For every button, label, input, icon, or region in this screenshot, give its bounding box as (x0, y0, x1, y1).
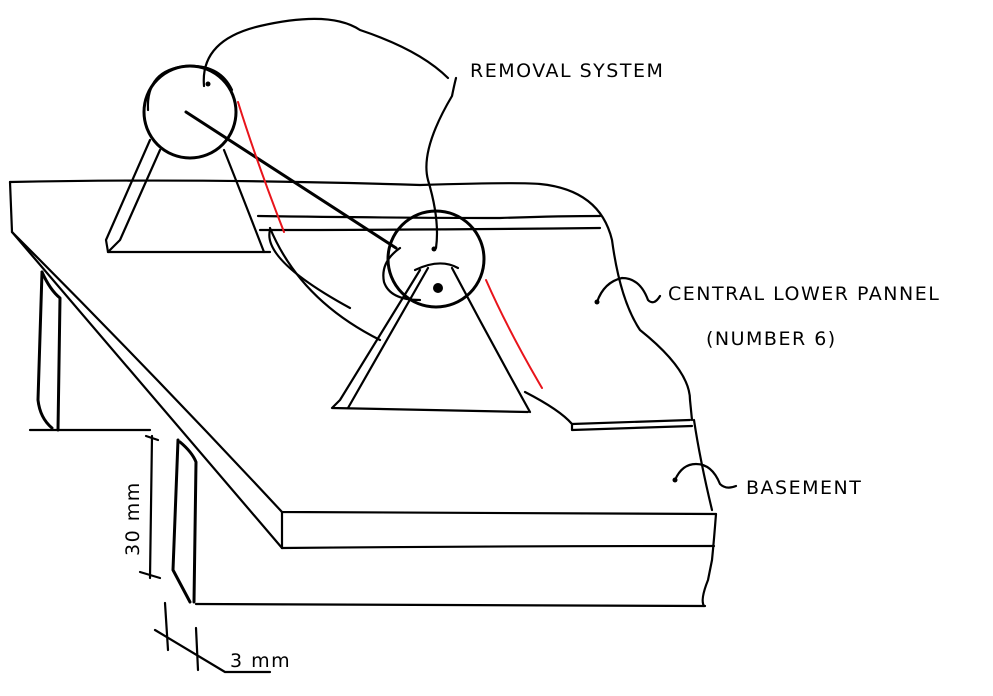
label-removal-system: REMOVAL SYSTEM (470, 60, 665, 82)
leader-lines (202, 17, 738, 489)
support-legs (28, 270, 198, 604)
label-height-dimension: 30 mm (122, 481, 144, 556)
dimension-lines (138, 434, 272, 674)
removal-system-wire (237, 101, 543, 389)
label-central-lower-panel: CENTRAL LOWER PANNEL (668, 283, 941, 305)
label-central-lower-panel-number: (NUMBER 6) (706, 328, 837, 350)
label-basement: BASEMENT (746, 477, 863, 499)
rear-pulley-assembly (104, 64, 398, 254)
basement-slab (8, 179, 718, 608)
central-lower-panel (256, 214, 694, 432)
label-width-dimension: 3 mm (230, 650, 292, 672)
